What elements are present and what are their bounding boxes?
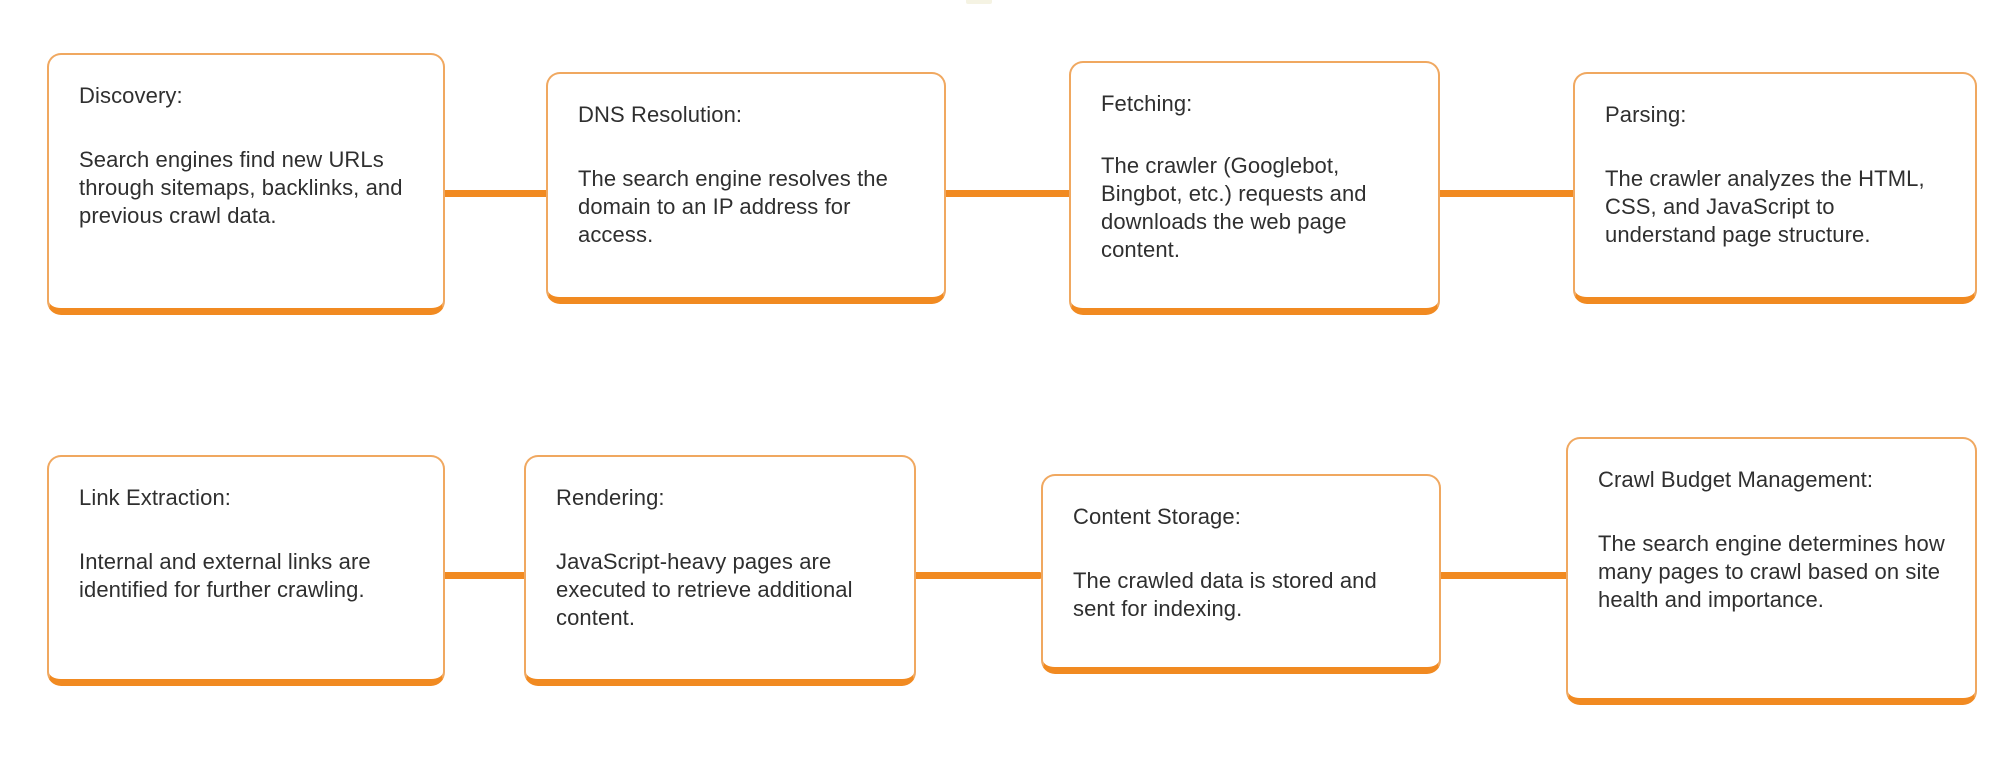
node-rendering-title: Rendering:: [556, 485, 665, 510]
node-link-extraction-description: Internal and external links are identifi…: [79, 548, 371, 602]
node-dns-resolution[interactable]: DNS Resolution: The search engine resolv…: [546, 72, 946, 304]
node-rendering-description: JavaScript-heavy pages are executed to r…: [556, 548, 853, 630]
node-discovery[interactable]: Discovery: Search engines find new URLs …: [47, 53, 445, 315]
node-parsing-description: The crawler analyzes the HTML, CSS, and …: [1605, 165, 1925, 247]
connector-link-extraction-to-rendering: [444, 572, 527, 579]
node-fetching-description: The crawler (Googlebot, Bingbot, etc.) r…: [1101, 152, 1367, 263]
node-content-storage-title: Content Storage:: [1073, 504, 1241, 529]
node-crawl-budget-management-description: The search engine determines how many pa…: [1598, 530, 1945, 612]
node-fetching[interactable]: Fetching: The crawler (Googlebot, Bingbo…: [1069, 61, 1440, 315]
node-content-storage[interactable]: Content Storage: The crawled data is sto…: [1041, 474, 1441, 674]
node-dns-resolution-title: DNS Resolution:: [578, 102, 743, 127]
node-content-storage-description: The crawled data is stored and sent for …: [1073, 567, 1377, 621]
clipped-element-artifact: [966, 0, 992, 4]
node-fetching-title: Fetching:: [1101, 91, 1193, 116]
node-crawl-budget-management-title: Crawl Budget Management:: [1598, 467, 1874, 492]
node-discovery-title: Discovery:: [79, 83, 183, 108]
connector-discovery-to-dns: [444, 190, 547, 197]
node-parsing[interactable]: Parsing: The crawler analyzes the HTML, …: [1573, 72, 1977, 304]
connector-rendering-to-content-storage: [914, 572, 1041, 579]
node-link-extraction[interactable]: Link Extraction: Internal and external l…: [47, 455, 445, 686]
node-rendering[interactable]: Rendering: JavaScript-heavy pages are ex…: [524, 455, 916, 686]
connector-dns-to-fetching: [944, 190, 1070, 197]
node-discovery-description: Search engines find new URLs through sit…: [79, 146, 403, 228]
connector-fetching-to-parsing: [1437, 190, 1574, 197]
node-parsing-title: Parsing:: [1605, 102, 1687, 127]
node-dns-resolution-description: The search engine resolves the domain to…: [578, 165, 888, 247]
connector-content-storage-to-crawl-budget: [1440, 572, 1568, 579]
node-link-extraction-title: Link Extraction:: [79, 485, 232, 510]
node-crawl-budget-management[interactable]: Crawl Budget Management: The search engi…: [1566, 437, 1977, 705]
